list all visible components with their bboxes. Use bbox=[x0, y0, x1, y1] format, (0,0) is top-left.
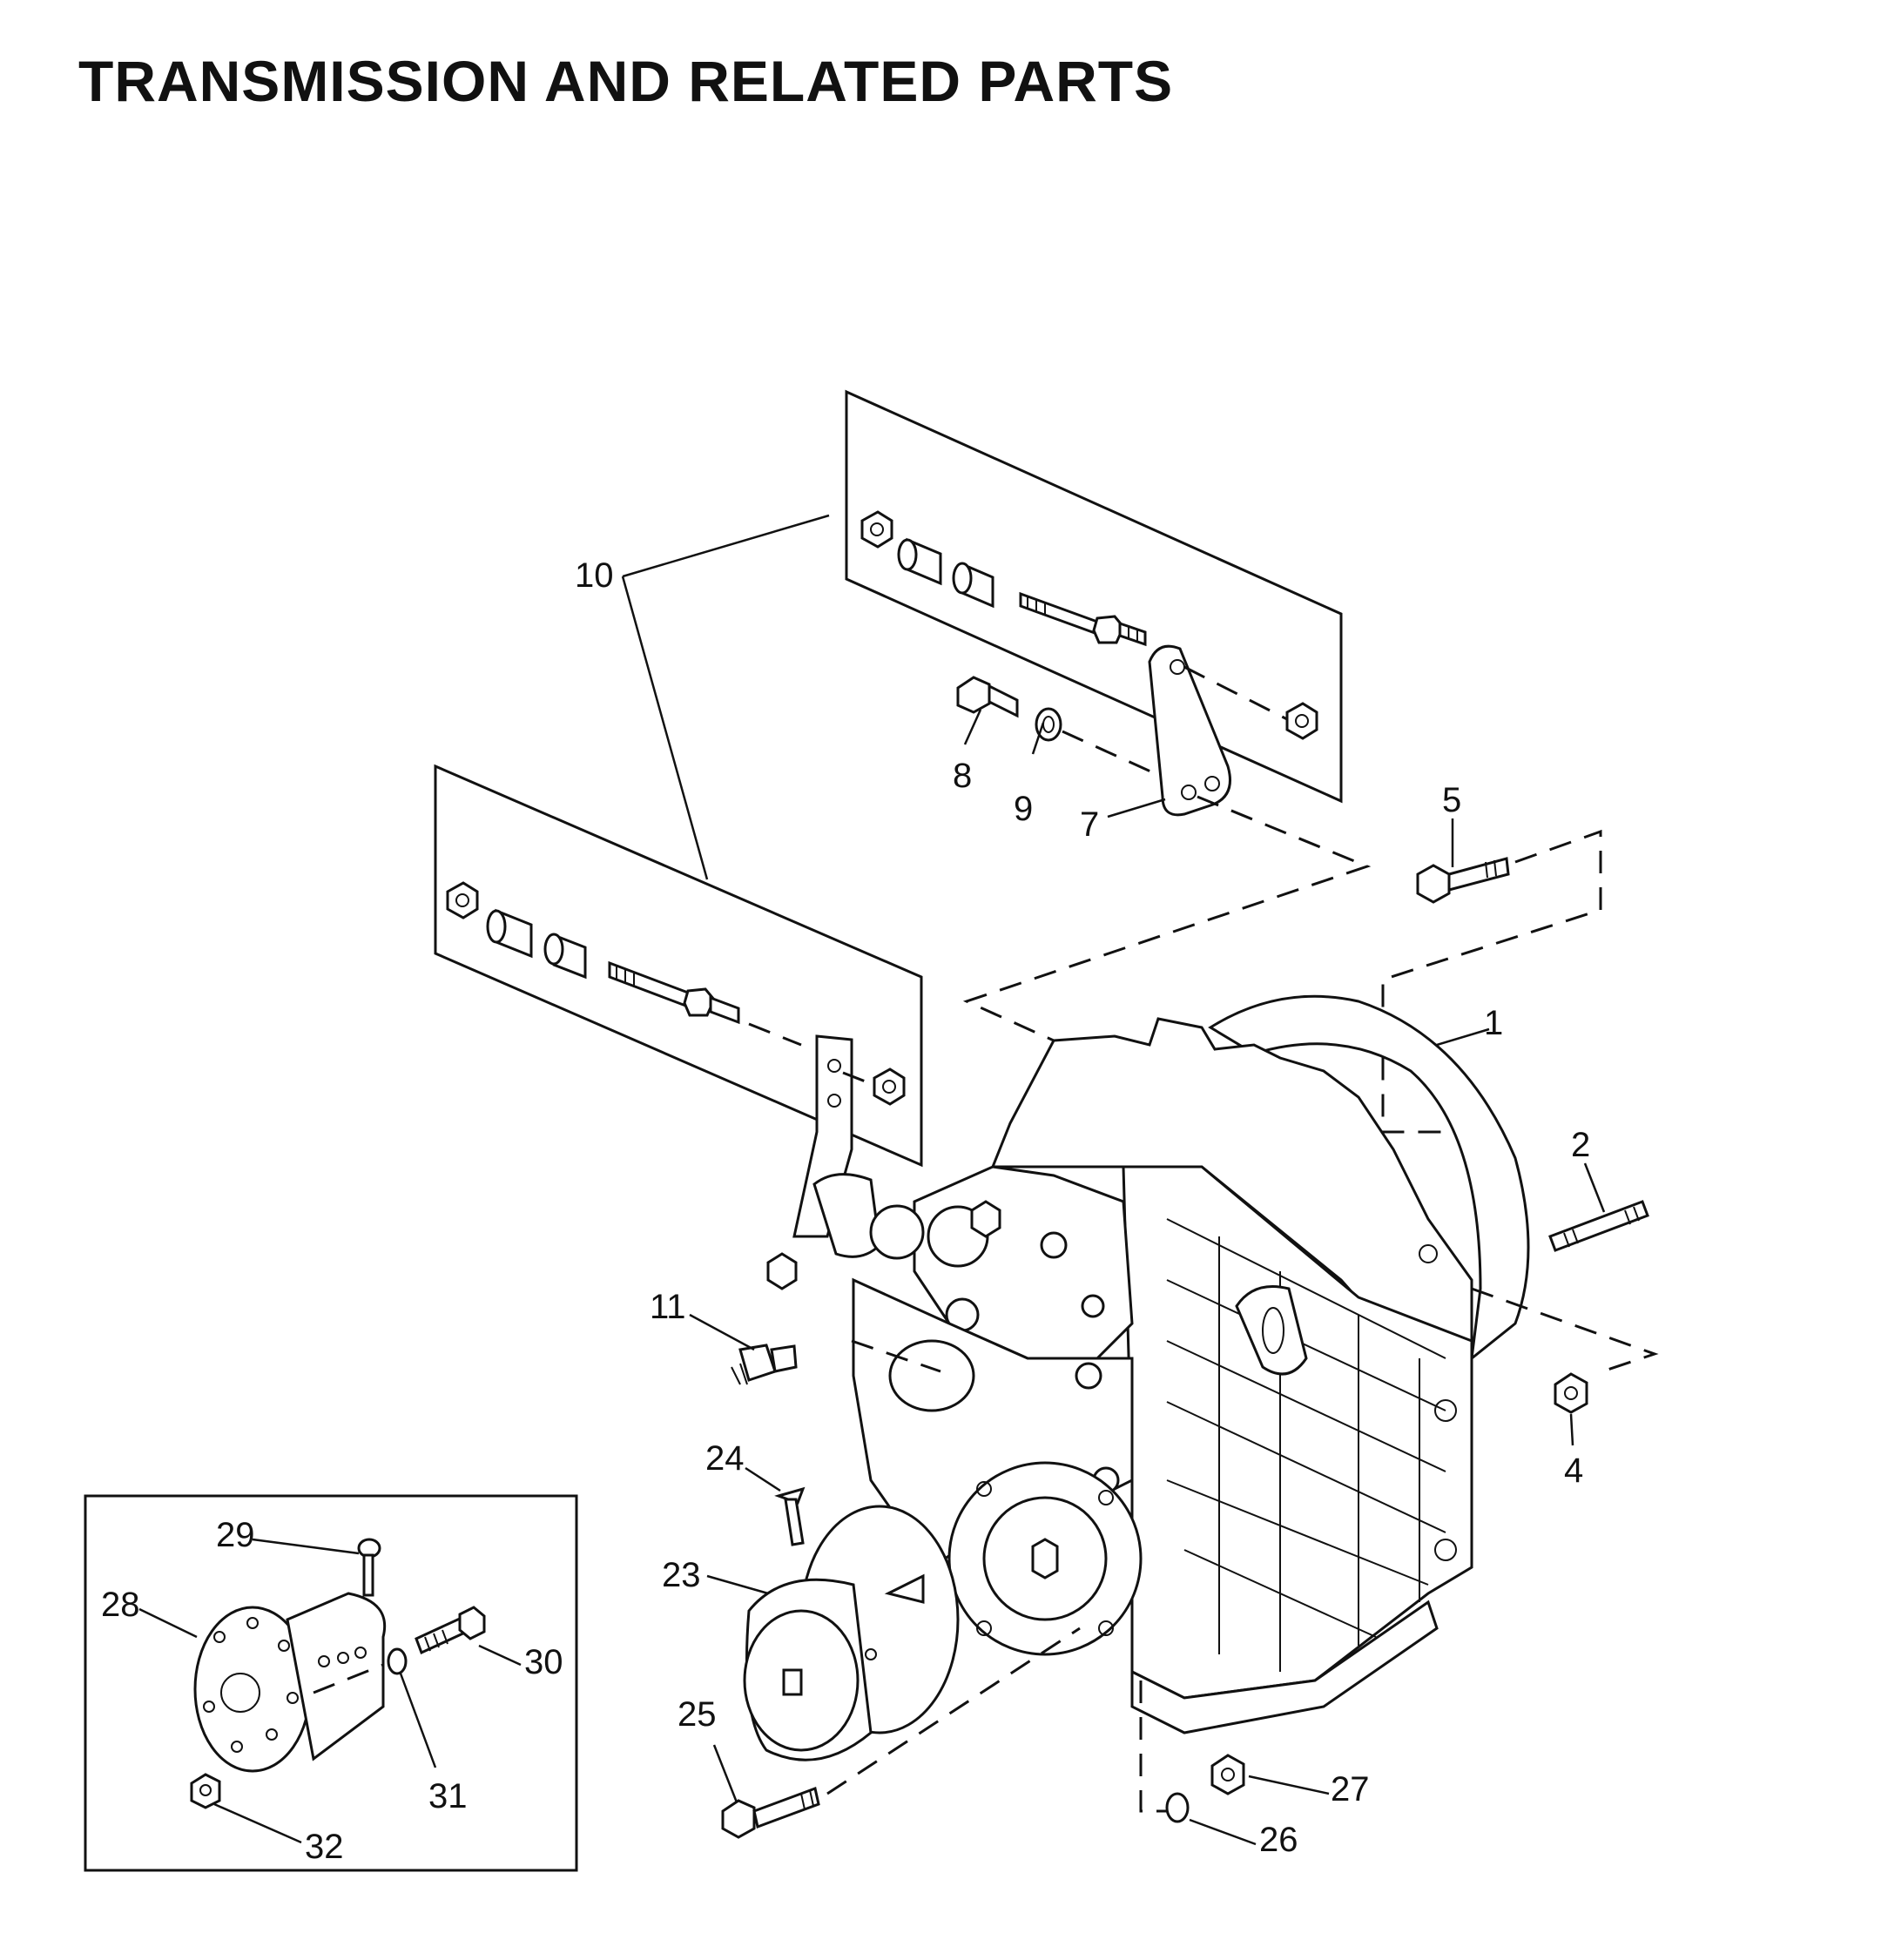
coupling-28 bbox=[193, 1592, 387, 1773]
inset-coupling-assembly bbox=[84, 1494, 578, 1872]
callout-29: 29 bbox=[216, 1516, 255, 1554]
kit-bushing-upper-b bbox=[952, 562, 994, 609]
callout-28: 28 bbox=[101, 1586, 140, 1624]
callout-labels: 1 2 4 5 7 8 9 10 11 23 24 25 26 27 28 29… bbox=[101, 556, 1590, 1866]
stud-2 bbox=[1548, 1200, 1649, 1252]
callout-2: 2 bbox=[1571, 1126, 1590, 1164]
callout-11: 11 bbox=[650, 1288, 686, 1326]
screw-29 bbox=[357, 1538, 381, 1597]
nut-27 bbox=[1210, 1754, 1245, 1795]
callout-7: 7 bbox=[1080, 805, 1099, 844]
nut-32 bbox=[190, 1773, 221, 1809]
bolt-25 bbox=[721, 1786, 820, 1839]
mount-bracket-upper bbox=[1148, 644, 1231, 817]
nut-4 bbox=[1554, 1372, 1588, 1414]
kit-nut-upper-right bbox=[1285, 702, 1318, 740]
bolt-5 bbox=[1416, 857, 1510, 904]
callout-31: 31 bbox=[428, 1777, 468, 1815]
coupling-23 bbox=[743, 1505, 960, 1761]
kit-nut-upper bbox=[860, 510, 893, 549]
callout-25: 25 bbox=[678, 1695, 717, 1734]
callout-23: 23 bbox=[662, 1556, 701, 1594]
callout-5: 5 bbox=[1442, 781, 1461, 819]
kit-bushing-lower-a bbox=[486, 908, 533, 959]
callout-10: 10 bbox=[575, 556, 614, 595]
sender-11 bbox=[731, 1344, 798, 1385]
kit-bolt-upper bbox=[1019, 591, 1147, 647]
washer-9 bbox=[1035, 707, 1062, 742]
kit-bolt-lower bbox=[608, 960, 740, 1025]
washer-31 bbox=[387, 1647, 408, 1675]
callout-24: 24 bbox=[705, 1439, 745, 1478]
leader-lines bbox=[138, 514, 1606, 1846]
callout-4: 4 bbox=[1564, 1451, 1583, 1490]
mount-kit-panel-lower bbox=[434, 764, 923, 1238]
screw-24 bbox=[774, 1486, 806, 1546]
mount-kit-panel-upper bbox=[845, 389, 1343, 817]
callout-30: 30 bbox=[524, 1643, 563, 1681]
callout-8: 8 bbox=[953, 757, 972, 795]
page-title: TRANSMISSION AND RELATED PARTS bbox=[78, 49, 1174, 113]
callout-1: 1 bbox=[1484, 1004, 1503, 1042]
bolt-30 bbox=[415, 1606, 486, 1655]
transmission-housing bbox=[766, 994, 1530, 1734]
kit-bushing-lower-b bbox=[543, 933, 587, 980]
callout-26: 26 bbox=[1259, 1821, 1298, 1859]
bolt-8 bbox=[956, 676, 1019, 718]
callout-27: 27 bbox=[1331, 1770, 1370, 1808]
callout-32: 32 bbox=[305, 1828, 344, 1866]
kit-nut-lower bbox=[446, 881, 479, 919]
callout-9: 9 bbox=[1014, 790, 1033, 828]
washer-26 bbox=[1165, 1792, 1190, 1823]
kit-bushing-upper-a bbox=[897, 537, 942, 586]
kit-nut-lower-right bbox=[873, 1068, 906, 1106]
